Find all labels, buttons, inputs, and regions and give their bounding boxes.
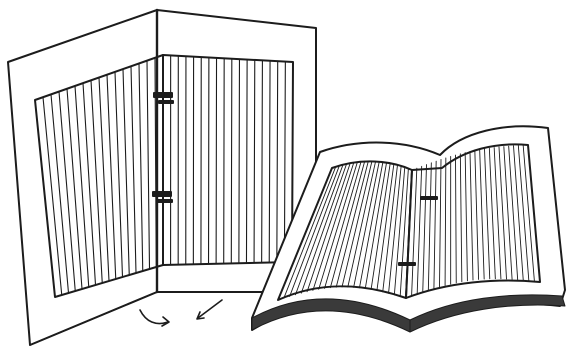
fold-arrow-right-icon xyxy=(198,300,222,318)
book-binding-stitch-top xyxy=(420,196,438,200)
frame-hatch-line xyxy=(246,60,247,264)
frame-hatch-line xyxy=(254,60,255,263)
frame-right-inner-page xyxy=(163,55,293,265)
fold-arrow-left-head-icon xyxy=(162,317,169,326)
frame-hatch-line xyxy=(262,60,263,262)
frame-hatch-line xyxy=(239,59,240,263)
book-binding-stitch-bottom xyxy=(398,262,416,266)
frame-hatch-line xyxy=(231,59,232,264)
